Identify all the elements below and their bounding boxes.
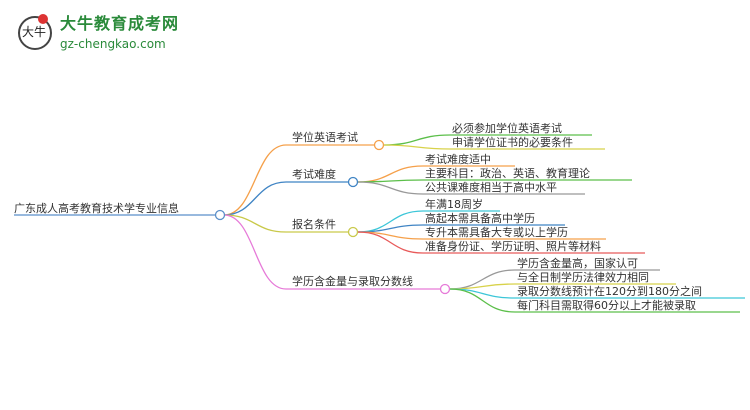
child-connector <box>383 134 451 146</box>
logo-seal-icon <box>38 14 48 24</box>
child-label: 考试难度适中 <box>425 152 491 166</box>
child-label: 申请学位证书的必要条件 <box>452 135 573 149</box>
logo-mark-text: 大牛 <box>22 25 47 39</box>
branch-label: 学历含金量与录取分数线 <box>292 274 413 288</box>
child-label: 年满18周岁 <box>425 197 483 211</box>
child-label: 学历含金量高，国家认可 <box>517 256 638 270</box>
logo-url: gz-chengkao.com <box>60 37 166 51</box>
root-connector <box>223 214 287 233</box>
branch-node-circle <box>347 226 359 238</box>
child-label: 录取分数线预计在120分到180分之间 <box>517 284 702 298</box>
child-connector <box>449 288 516 313</box>
child-connector <box>449 283 516 290</box>
child-label: 必须参加学位英语考试 <box>452 121 562 135</box>
logo-mark-icon: 大牛 <box>18 16 52 50</box>
root-connector <box>223 181 287 216</box>
branch-node-circle <box>439 283 451 295</box>
child-connector <box>357 181 424 195</box>
root-connector <box>223 144 287 216</box>
branch-node-circle <box>373 139 385 151</box>
logo: 大牛 大牛教育成考网 gz-chengkao.com <box>18 14 208 54</box>
root-connector <box>223 214 287 290</box>
branch-label: 学位英语考试 <box>292 130 358 144</box>
branch-label: 报名条件 <box>292 217 336 231</box>
child-label: 与全日制学历法律效力相同 <box>517 270 649 284</box>
child-label: 专升本需具备大专或以上学历 <box>425 225 568 239</box>
child-label: 公共课难度相当于高中水平 <box>425 180 557 194</box>
child-label: 准备身份证、学历证明、照片等材料 <box>425 239 601 253</box>
child-connector <box>357 231 424 254</box>
root-node-label: 广东成人高考教育技术学专业信息 <box>14 201 179 215</box>
branch-node-circle <box>347 176 359 188</box>
child-connector <box>383 144 451 150</box>
child-label: 主要科目：政治、英语、教育理论 <box>425 166 590 180</box>
child-label: 高起本需具备高中学历 <box>425 211 535 225</box>
child-label: 每门科目需取得60分以上才能被录取 <box>517 298 696 312</box>
logo-title: 大牛教育成考网 <box>60 14 180 33</box>
branch-label: 考试难度 <box>292 167 336 181</box>
root-node-circle <box>214 209 226 221</box>
